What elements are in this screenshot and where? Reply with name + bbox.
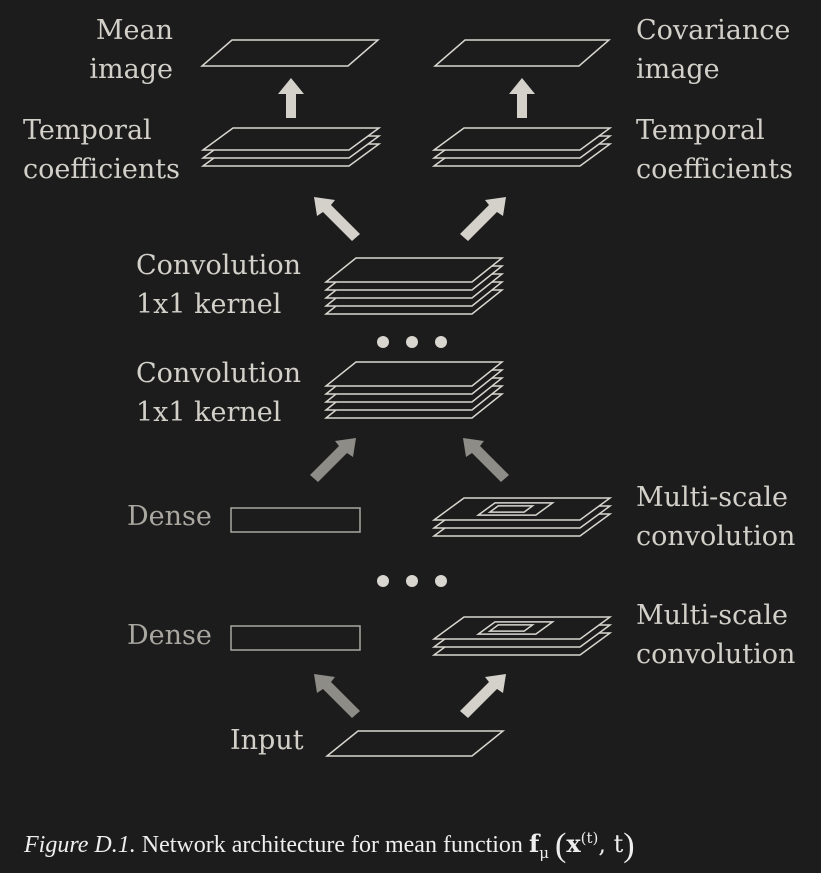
label-multiscale-bottom-line2: convolution bbox=[636, 639, 796, 670]
arrow-multiscale-to-conv bbox=[463, 438, 509, 482]
caption-close-paren: ) bbox=[623, 827, 635, 864]
label-multiscale-top: Multi-scale convolution bbox=[636, 478, 795, 556]
label-temporal-right-line2: coefficients bbox=[636, 154, 794, 185]
label-temporal-right-line1: Temporal bbox=[636, 115, 765, 146]
label-multiscale-bottom: Multi-scale convolution bbox=[636, 596, 795, 674]
label-conv-top: Convolution 1x1 kernel bbox=[136, 246, 301, 324]
stack-layer bbox=[323, 361, 505, 387]
stack-layer bbox=[431, 497, 613, 521]
label-conv-bottom: Convolution 1x1 kernel bbox=[136, 354, 301, 432]
stack-layer bbox=[431, 127, 613, 151]
label-dense-bottom: Dense bbox=[127, 620, 212, 651]
caption-text: Network architecture for mean function bbox=[141, 832, 523, 858]
label-conv-bottom-line1: Convolution bbox=[136, 358, 301, 389]
caption-figure-label: Figure D.1. bbox=[24, 832, 136, 858]
label-covariance-line2: image bbox=[636, 54, 720, 85]
multiscale-convolution-top-stack bbox=[431, 497, 613, 537]
multiscale-convolution-bottom-stack bbox=[431, 616, 613, 656]
arrow-dense-to-conv bbox=[310, 438, 356, 482]
label-conv-top-line1: Convolution bbox=[136, 250, 301, 281]
stack-inner-frame bbox=[475, 502, 555, 516]
arrow-to-temporal-right bbox=[460, 197, 506, 241]
arrow-input-to-multiscale bbox=[460, 674, 506, 718]
stack-layer bbox=[431, 616, 613, 640]
temporal-coefficients-left-stack bbox=[200, 127, 382, 167]
label-conv-bottom-line2: 1x1 kernel bbox=[136, 397, 282, 428]
label-multiscale-top-line2: convolution bbox=[636, 521, 796, 552]
label-temporal-left-line1: Temporal bbox=[23, 115, 152, 146]
dense-bottom-box bbox=[230, 625, 361, 651]
label-mean-image: Mean image bbox=[60, 11, 173, 89]
label-temporal-right: Temporal coefficients bbox=[636, 111, 793, 189]
stack-inner-frame bbox=[487, 505, 535, 513]
label-mean-line2: image bbox=[89, 54, 173, 85]
label-dense-top: Dense bbox=[127, 501, 212, 532]
stack-layer bbox=[200, 127, 382, 151]
label-conv-top-line2: 1x1 kernel bbox=[136, 289, 282, 320]
caption-open-paren: ( bbox=[555, 827, 567, 864]
caption-arg-symbol: x bbox=[566, 829, 581, 858]
convolution-bottom-stack bbox=[323, 361, 505, 419]
label-multiscale-top-line1: Multi-scale bbox=[636, 482, 788, 513]
arrow-to-mean-image bbox=[278, 78, 304, 118]
label-covariance-image: Covariance image bbox=[636, 11, 790, 89]
label-mean-line1: Mean bbox=[95, 15, 173, 46]
ellipsis-dots-lower bbox=[377, 575, 447, 587]
convolution-top-stack bbox=[323, 257, 505, 315]
label-input: Input bbox=[230, 725, 304, 756]
stack-inner-frame bbox=[487, 624, 535, 632]
stack-inner-frame bbox=[475, 621, 555, 635]
temporal-coefficients-right-stack bbox=[431, 127, 613, 167]
dense-top-box bbox=[230, 507, 361, 533]
caption-function-symbol: f bbox=[528, 829, 540, 858]
label-multiscale-bottom-line1: Multi-scale bbox=[636, 600, 788, 631]
ellipsis-dots-upper bbox=[377, 336, 447, 348]
arrow-input-to-dense bbox=[314, 674, 360, 718]
covariance-image-plane bbox=[432, 39, 612, 67]
arrow-to-temporal-left bbox=[314, 197, 360, 241]
label-temporal-left-line2: coefficients bbox=[23, 154, 181, 185]
label-temporal-left: Temporal coefficients bbox=[23, 111, 180, 189]
caption-function-subscript: μ bbox=[539, 843, 550, 862]
caption-arg-superscript: (t) bbox=[580, 829, 599, 847]
stack-layer bbox=[323, 257, 505, 283]
label-covariance-line1: Covariance bbox=[636, 15, 791, 46]
arrow-to-covariance-image bbox=[509, 78, 535, 118]
figure-caption: Figure D.1. Network architecture for mea… bbox=[24, 818, 635, 873]
mean-image-plane bbox=[199, 39, 381, 67]
input-plane bbox=[324, 730, 506, 757]
caption-arg-rest: , t bbox=[598, 830, 624, 858]
